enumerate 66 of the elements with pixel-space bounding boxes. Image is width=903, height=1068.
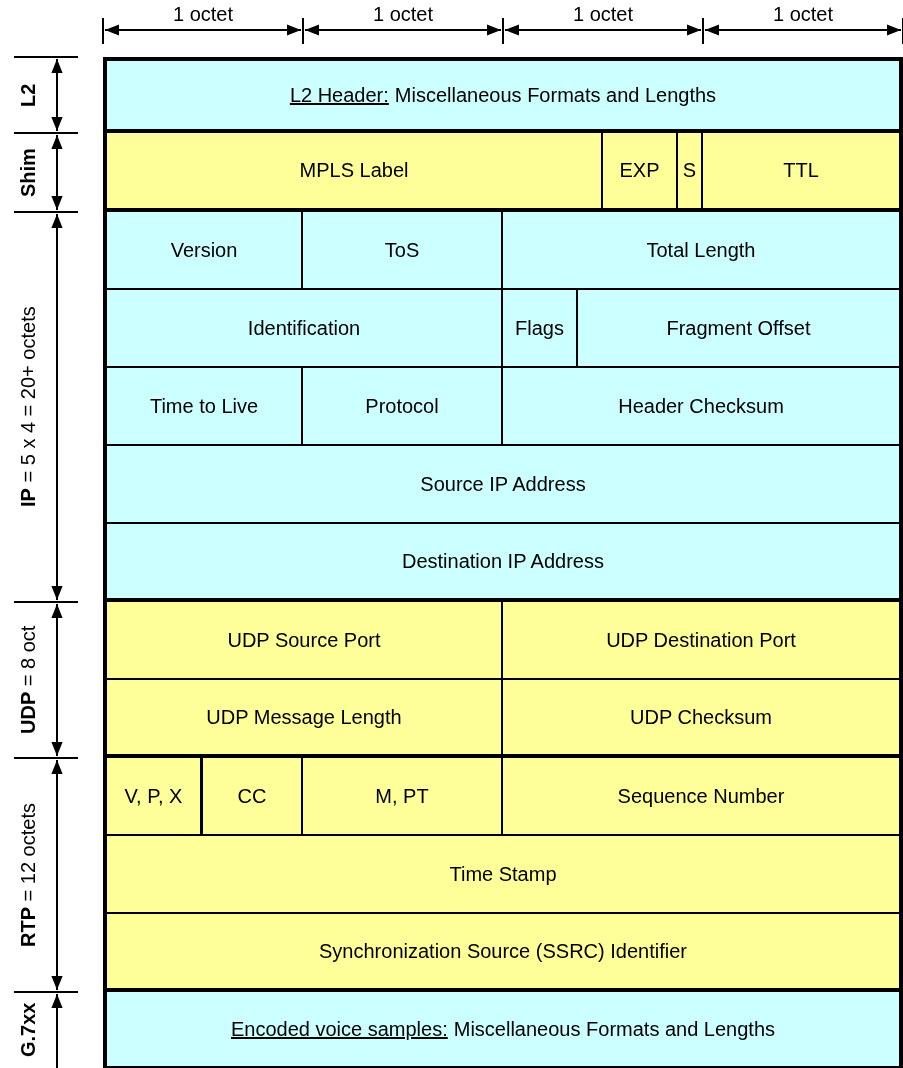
field-name: V, P, X: [124, 784, 183, 808]
header-field: [103, 836, 903, 914]
field-name: Version: [170, 238, 238, 262]
header-field: [103, 680, 503, 758]
dimension-label: Shim: [15, 147, 40, 199]
field-name: Time to Live: [149, 394, 259, 418]
dimension-label: IP = 5 x 4 = 20+ octets: [15, 305, 40, 510]
header-field: [103, 524, 903, 602]
header-field: [203, 758, 303, 836]
field-name: Miscellaneous Formats and Lengths: [394, 83, 717, 107]
field-name: UDP Message Length: [206, 705, 402, 729]
header-field: [603, 133, 678, 212]
dimension-label: UDP = 8 oct: [15, 624, 40, 737]
dimension-label: 1 octet: [771, 1, 834, 27]
header-field: [103, 212, 303, 290]
header-field: [103, 446, 903, 524]
dimension-label: G.7xx: [15, 1001, 40, 1060]
field-name: Time Stamp: [449, 862, 557, 886]
header-field: [103, 602, 503, 680]
header-field: [303, 212, 503, 290]
header-field: [303, 368, 503, 446]
field-name: Synchronization Source (SSRC) Identifier: [319, 939, 687, 963]
header-field: [103, 290, 503, 368]
field-name: M, PT: [375, 784, 429, 808]
field-name: MPLS Label: [299, 159, 409, 182]
dimension-label: 1 octet: [171, 1, 234, 27]
field-name: S: [682, 159, 697, 182]
dimension-label: L2: [15, 82, 40, 109]
field-name: Total Length: [646, 238, 756, 262]
field-name: Source IP Address: [420, 472, 586, 496]
header-field: [103, 133, 603, 212]
field-name: UDP Destination Port: [606, 628, 796, 652]
section-title: Encoded voice samples:: [230, 1017, 448, 1041]
field-name: Identification: [247, 316, 361, 340]
field-name: CC: [237, 784, 267, 808]
header-field: [678, 133, 703, 212]
header-field: [503, 680, 903, 758]
header-field: [503, 758, 903, 836]
field-name: Miscellaneous Formats and Lengths: [453, 1017, 776, 1041]
field-name: TTL: [783, 159, 819, 182]
header-field: [103, 914, 903, 992]
header-field: [703, 133, 903, 212]
dimension-label: 1 octet: [571, 1, 634, 27]
header-field: [503, 602, 903, 680]
field-name: Header Checksum: [618, 394, 784, 418]
field-name: Destination IP Address: [402, 549, 604, 573]
field-name: UDP Checksum: [630, 705, 772, 729]
field-name: Fragment Offset: [666, 316, 811, 340]
header-field: [103, 57, 903, 133]
field-name: Sequence Number: [617, 784, 785, 808]
dimension-label: 1 octet: [371, 1, 434, 27]
header-field: [503, 212, 903, 290]
field-name: ToS: [384, 238, 420, 262]
field-name: Protocol: [365, 394, 439, 418]
dimension-label: RTP = 12 octets: [15, 802, 40, 949]
header-field: [503, 368, 903, 446]
field-name: Flags: [515, 316, 564, 340]
header-field: [578, 290, 903, 368]
header-field: [503, 290, 578, 368]
field-name: UDP Source Port: [227, 628, 381, 652]
header-field: [103, 758, 203, 836]
header-field: [103, 992, 903, 1068]
field-name: EXP: [619, 159, 660, 182]
section-title: L2 Header:: [289, 83, 389, 107]
header-field: [103, 368, 303, 446]
header-field: [303, 758, 503, 836]
